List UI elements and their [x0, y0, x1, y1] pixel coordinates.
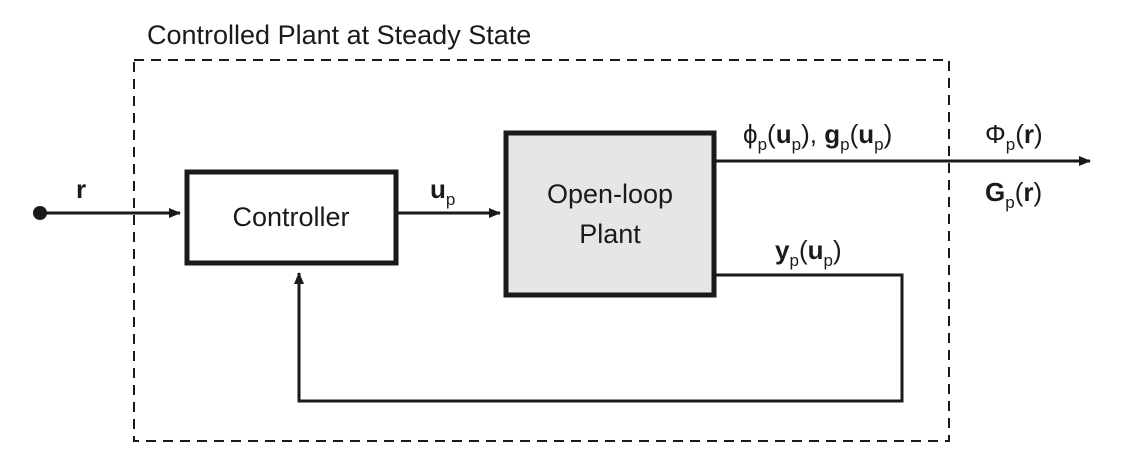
feedback-label: yp(up) [775, 235, 842, 270]
plant-label-line1: Open-loop [547, 179, 673, 209]
plant-output-label: ϕp(up), gp(up) [743, 119, 892, 154]
controller-label: Controller [232, 202, 349, 232]
closed-loop-phi-label: Φp(r) [985, 119, 1043, 154]
steady-state-boundary [133, 59, 950, 442]
plant-label-line2: Plant [579, 219, 641, 249]
reference-label: r [76, 174, 86, 204]
controller-block [184, 169, 399, 266]
plant-block [503, 130, 717, 298]
diagram-title: Controlled Plant at Steady State [147, 20, 531, 50]
control-signal-label: up [430, 174, 455, 209]
feedback-path [294, 272, 904, 403]
closed-loop-g-label: Gp(r) [985, 177, 1042, 212]
